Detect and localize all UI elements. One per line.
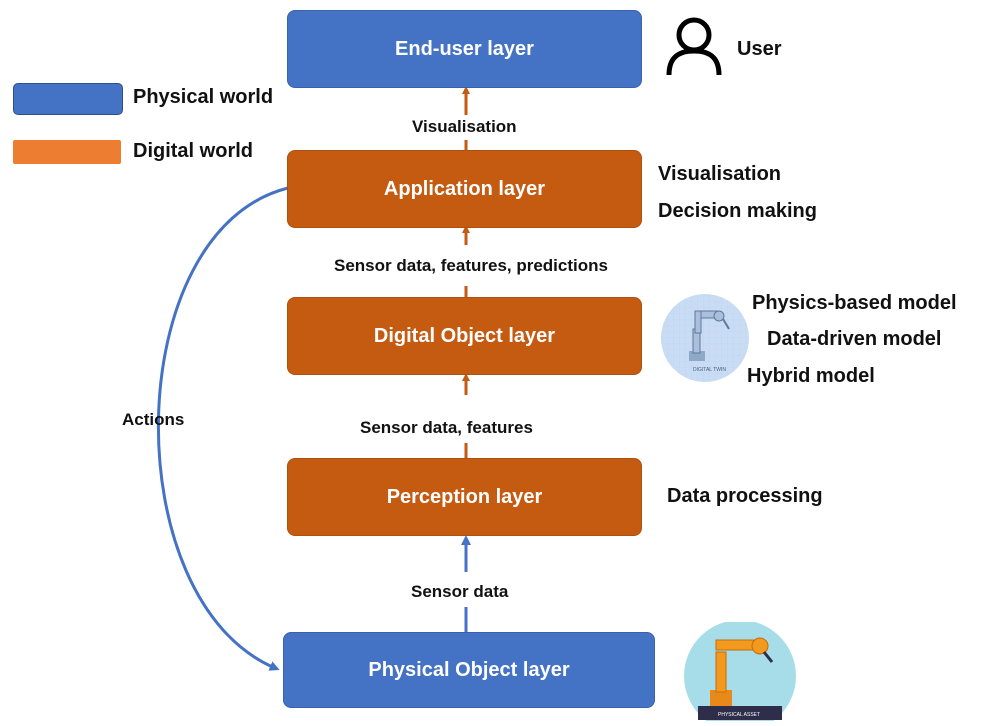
- perception-annotation: Data processing: [667, 485, 823, 507]
- flow-label-digital-inputs: Sensor data, features: [360, 418, 533, 437]
- flow-label-app-inputs: Sensor data, features, predictions: [334, 256, 608, 275]
- flow-label-actions: Actions: [122, 410, 185, 429]
- digital-twin-caption: DIGITAL TWIN: [693, 367, 726, 373]
- legend-swatch-physical: [13, 83, 123, 115]
- application-annotation-2: Decision making: [658, 200, 817, 222]
- user-label: User: [737, 38, 782, 60]
- application-annotation-1: Visualisation: [658, 163, 782, 185]
- flow-label-perception-inputs: Sensor data: [411, 582, 509, 601]
- flow-label-visualisation: Visualisation: [412, 117, 517, 136]
- application-layer: Application layer: [287, 150, 642, 228]
- actions-loop-arrow: [156, 186, 289, 671]
- model-annotation-hybrid: Hybrid model: [747, 365, 875, 387]
- perception-layer: Perception layer: [287, 458, 642, 536]
- legend-label-digital: Digital world: [133, 140, 253, 162]
- model-annotation-physics: Physics-based model: [752, 292, 957, 314]
- user-icon: [665, 15, 723, 82]
- physical-asset-robot-icon: PHYSICAL ASSET: [680, 620, 804, 726]
- legend-label-physical: Physical world: [133, 86, 274, 108]
- end-user-layer: End-user layer: [287, 10, 642, 88]
- physical-asset-caption: PHYSICAL ASSET: [718, 712, 760, 718]
- digital-twin-robot-icon: DIGITAL TWIN: [655, 289, 755, 392]
- physical-object-layer: Physical Object layer: [283, 632, 655, 708]
- model-annotation-data-driven: Data-driven model: [767, 328, 942, 350]
- legend-swatch-digital: [13, 140, 121, 164]
- digital-object-layer: Digital Object layer: [287, 297, 642, 375]
